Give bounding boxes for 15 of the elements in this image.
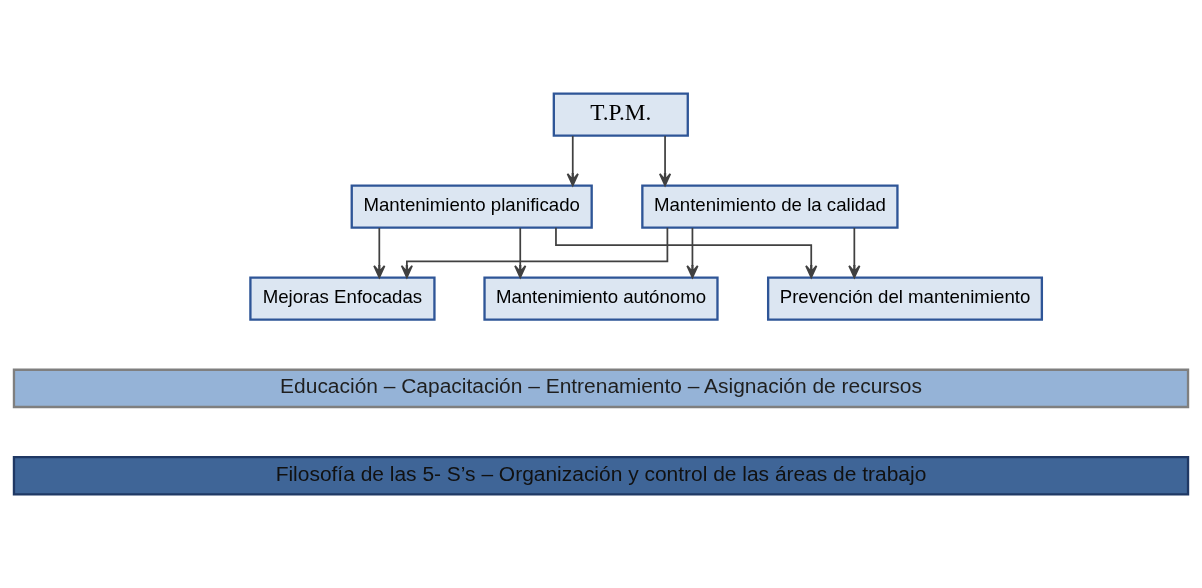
- node-box: Educación – Capacitación – Entrenamiento – Asignación de recursos: [12, 368, 1190, 409]
- node-box: Mantenimiento planificado: [350, 184, 593, 229]
- node-box: Filosofía de las 5- S’s – Organización y control de las áreas de trabajo: [12, 455, 1190, 496]
- node-box: Mejoras Enfocadas: [249, 276, 436, 321]
- arrow: [514, 227, 527, 279]
- arrow: [686, 227, 699, 279]
- node-box: T.P.M.: [552, 92, 689, 137]
- node-box: Prevención del mantenimiento: [766, 276, 1044, 321]
- arrow: [566, 135, 579, 187]
- arrow: [848, 227, 861, 279]
- node-box: Mantenimiento de la calidad: [641, 184, 899, 229]
- arrow: [373, 227, 386, 279]
- node-box: Mantenimiento autónomo: [483, 276, 719, 321]
- arrow: [658, 135, 672, 187]
- arrow: [400, 226, 669, 279]
